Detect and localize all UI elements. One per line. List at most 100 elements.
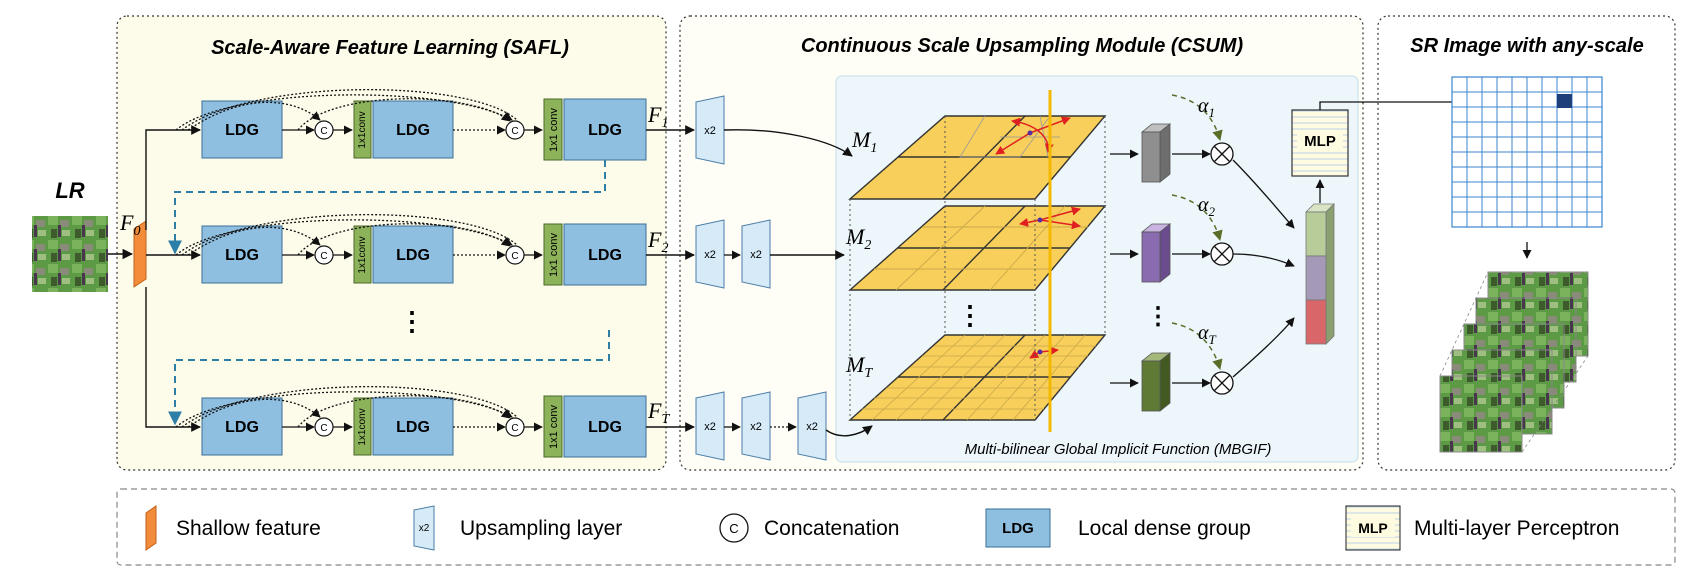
concat-label: C [511, 251, 518, 262]
alpha-arrow [1171, 94, 1223, 142]
legend-mlp-icon-label: MLP [1358, 520, 1388, 536]
latent-code-t [1140, 352, 1172, 412]
f0-label: F0 [119, 210, 140, 239]
conv-block [543, 395, 563, 458]
queried-pixel [1557, 94, 1572, 108]
conv-block [353, 100, 372, 159]
latent-code-2 [1140, 223, 1172, 283]
ldg-label: LDG [396, 122, 430, 139]
conv-block [543, 223, 563, 286]
ldg-label: LDG [225, 247, 259, 264]
conv-label: 1x1 conv [548, 107, 560, 152]
cascade-connection [168, 160, 606, 255]
ldg-label: LDG [225, 419, 259, 436]
dense-skip [187, 101, 321, 131]
multiply-node [1210, 242, 1234, 266]
ldg-block [201, 100, 283, 159]
cascade-connection [168, 330, 610, 426]
concat-label: C [320, 126, 327, 137]
planes-ellipsis: ⋮ [957, 300, 983, 330]
ft-label: FT [647, 398, 670, 427]
conv-block [353, 225, 372, 284]
legend-ldg-label: Local dense group [1078, 517, 1251, 540]
m1-label: M1 [851, 127, 877, 156]
alpha-t-label: αT [1198, 322, 1217, 347]
conv-label: 1x1conv [357, 111, 368, 148]
ldg-label: LDG [396, 419, 430, 436]
upsample-label: x2 [704, 421, 716, 433]
lr-image [32, 216, 108, 292]
legend-box [116, 488, 1676, 566]
mbgif-label: Multi-bilinear Global Implicit Function … [965, 441, 1272, 458]
ldg-label: LDG [396, 247, 430, 264]
shallow-feature-block [133, 220, 147, 288]
ldg-block [201, 397, 283, 456]
ldg-label: LDG [588, 247, 622, 264]
upsample-layer [797, 391, 827, 461]
rowt-to-mt-arrow [825, 425, 873, 437]
conv-label: 1x1conv [357, 236, 368, 273]
sr-image-stack [1439, 271, 1589, 453]
legend-concat-label: Concatenation [764, 517, 899, 540]
sr-title: SR Image with any-scale [1410, 35, 1643, 57]
ldg-block [372, 100, 454, 159]
concat-label: C [511, 126, 518, 137]
dense-skip [297, 395, 511, 428]
ldg-block [372, 397, 454, 456]
safl-title: Scale-Aware Feature Learning (SAFL) [211, 37, 569, 59]
safl-ellipsis: ⋮ [399, 306, 425, 336]
f2-label: F2 [647, 227, 668, 256]
legend: Shallow feature x2 Upsampling layer C Co… [145, 505, 1619, 551]
legend-upsample-label: Upsampling layer [460, 517, 622, 540]
multiply-node [1210, 371, 1234, 395]
legend-shallow-icon [145, 505, 157, 551]
latent-code-1 [1140, 123, 1172, 183]
upsample-layer [741, 391, 771, 461]
upsample-layer [695, 219, 725, 289]
dense-skip [297, 223, 511, 256]
conv-label: 1x1 conv [548, 232, 560, 277]
dense-skip [297, 98, 511, 131]
legend-concat-icon-label: C [729, 521, 738, 536]
upsample-layer [695, 95, 725, 165]
dense-skip [187, 226, 321, 256]
conv-label: 1x1 conv [548, 404, 560, 449]
ldg-label: LDG [588, 122, 622, 139]
dense-skip [187, 398, 321, 428]
lr-label: LR [55, 178, 84, 203]
legend-ldg-icon [985, 508, 1051, 548]
upsample-label: x2 [750, 421, 762, 433]
ldg-block [201, 225, 283, 284]
alpha-1-label: α1 [1198, 95, 1215, 120]
ldg-label: LDG [225, 122, 259, 139]
legend-shallow-label: Shallow feature [176, 517, 321, 540]
safl-row-t: LDG C 1x1conv LDG C 1x1 conv LDG [175, 386, 647, 458]
legend-mlp-label: Multi-layer Perceptron [1414, 517, 1619, 540]
concat-label: C [320, 251, 327, 262]
conv-label: 1x1conv [357, 408, 368, 445]
upsample-layer [741, 219, 771, 289]
mlp-label: MLP [1304, 133, 1336, 150]
ldg-label: LDG [588, 419, 622, 436]
ldg-block [372, 225, 454, 284]
upsample-label: x2 [806, 421, 818, 433]
alpha-arrow [1171, 322, 1223, 371]
legend-upsample-icon-label: x2 [419, 523, 430, 534]
row1-to-m1-arrow [723, 129, 853, 157]
upsample-label: x2 [704, 125, 716, 137]
legend-concat-icon [719, 513, 749, 543]
alpha-2-label: α2 [1198, 194, 1216, 219]
safl-row-1: LDG C 1x1conv LDG C 1x1 conv LDG [175, 89, 647, 161]
upsample-layer [695, 391, 725, 461]
safl-row-2: LDG C 1x1conv LDG C 1x1 conv LDG [175, 214, 647, 286]
concat-label: C [320, 423, 327, 434]
legend-ldg-icon-label: LDG [1002, 520, 1034, 537]
fused-feature-stack [1305, 203, 1335, 345]
conv-block [353, 397, 372, 456]
latent-ellipsis: ⋮ [1146, 303, 1170, 330]
alpha-arrow [1171, 194, 1223, 242]
sr-output-grid [1451, 76, 1603, 228]
legend-upsample-icon [413, 505, 435, 551]
upsample-label: x2 [704, 249, 716, 261]
